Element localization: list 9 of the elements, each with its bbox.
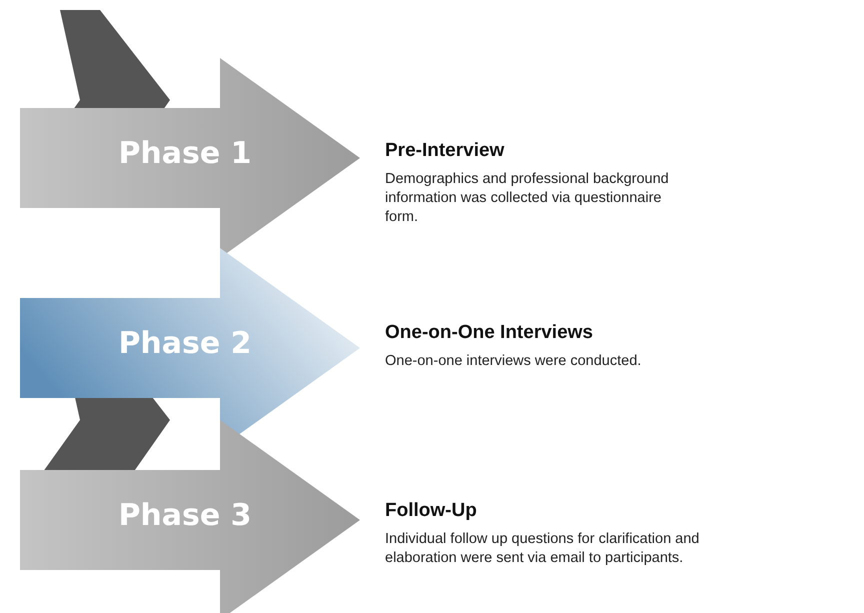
phase-label: Phase 3 (117, 498, 253, 533)
step-description: Demographics and professional background information was collected via questionnaire form. (385, 170, 670, 227)
step-heading: One-on-One Interviews (385, 322, 593, 344)
phase-label: Phase 1 (117, 136, 253, 171)
step-description: One-on-one interviews were conducted. (385, 352, 642, 371)
step-heading: Pre-Interview (385, 140, 504, 162)
phase-label: Phase 2 (117, 326, 253, 361)
step-heading: Follow-Up (385, 500, 477, 522)
step-description: Individual follow up questions for clarification and elaboration were sent via email to participants. (385, 530, 700, 568)
